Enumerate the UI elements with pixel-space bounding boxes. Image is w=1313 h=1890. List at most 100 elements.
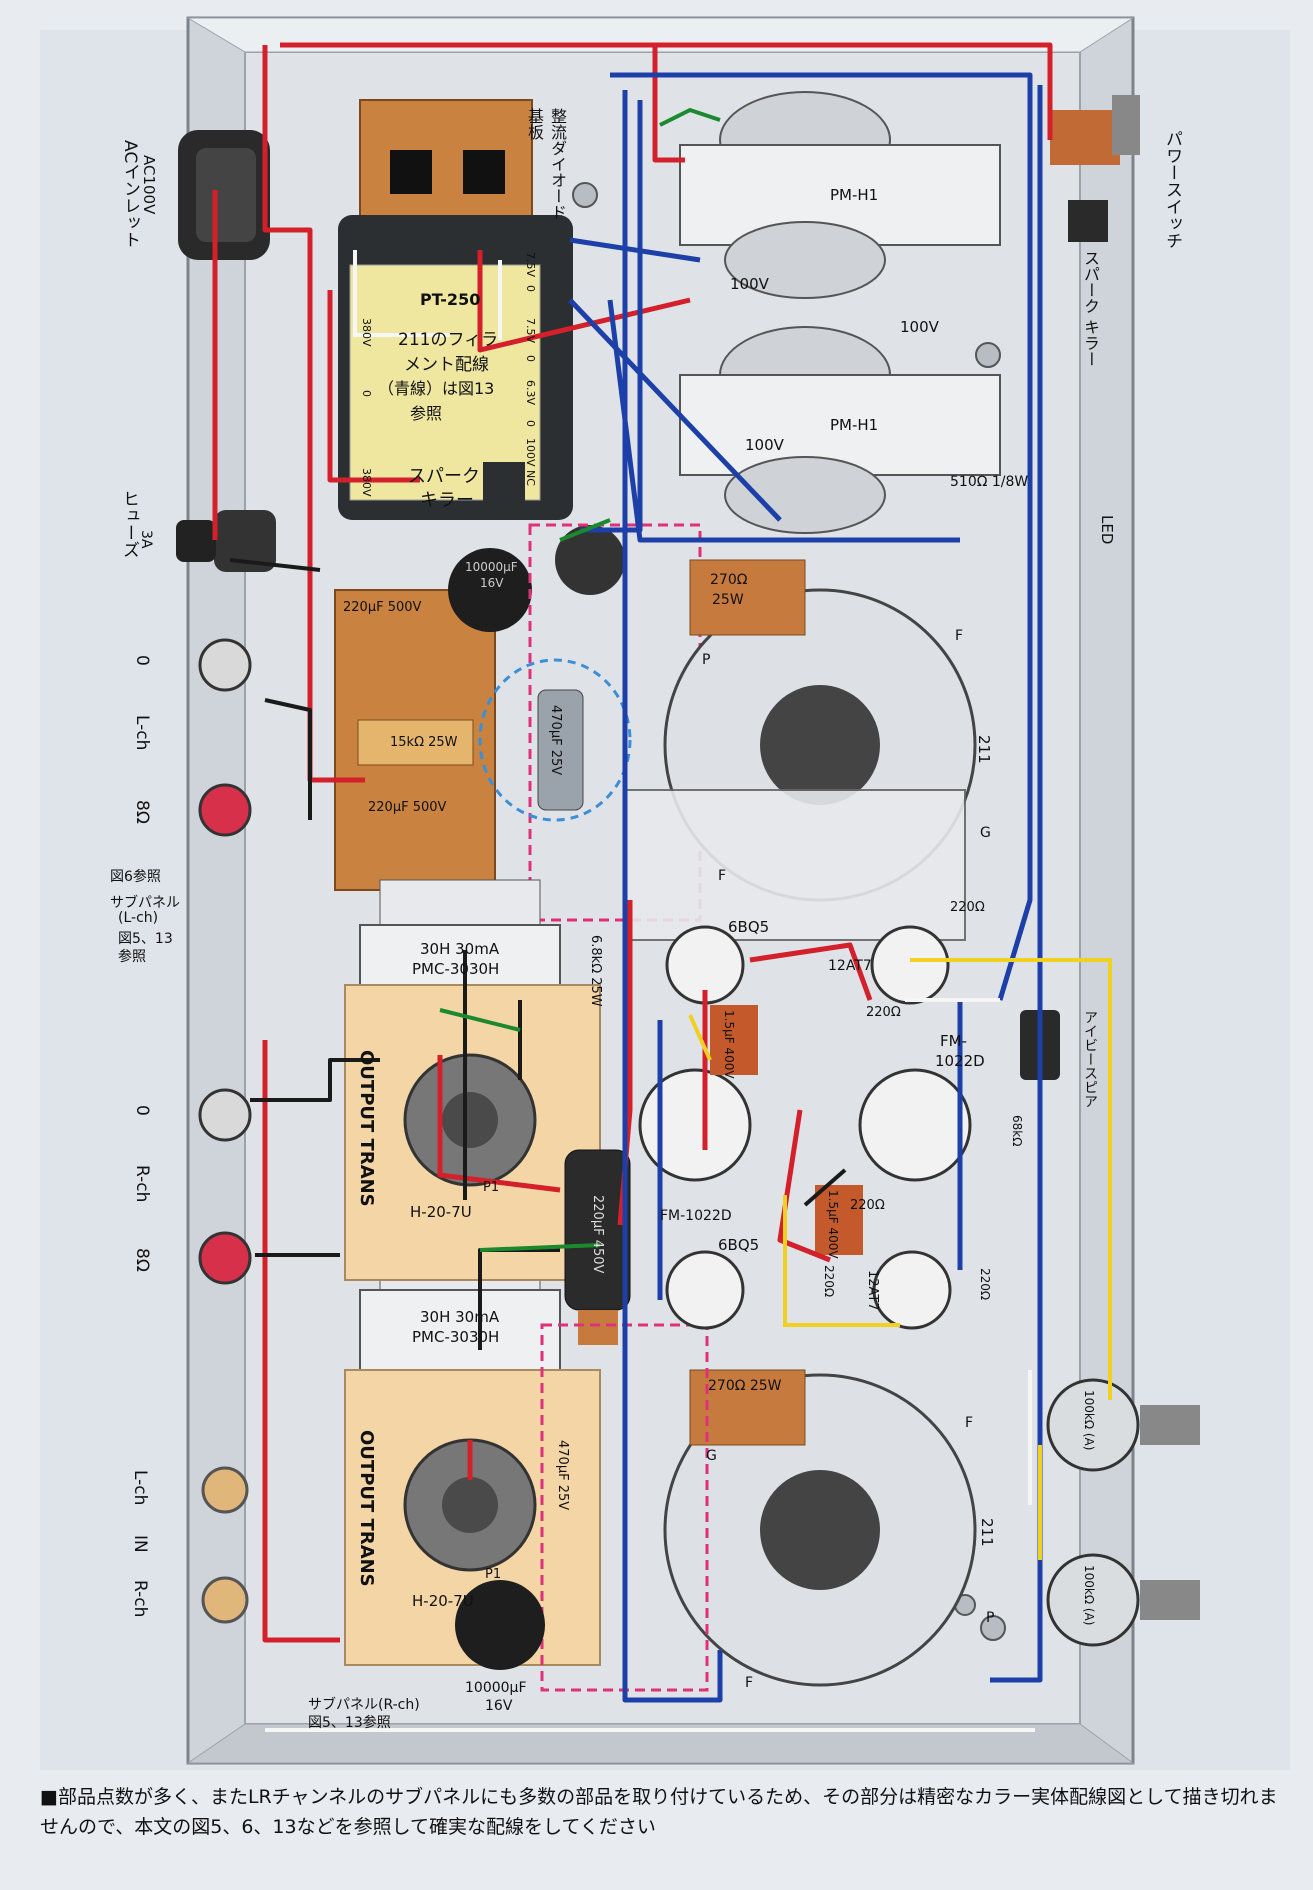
tube-211-top-label: 211 bbox=[975, 735, 993, 764]
pt-tap-380a: 380V bbox=[360, 318, 373, 347]
tube-12at7-bottom-label: 12AT7 bbox=[865, 1270, 880, 1311]
fm1022d-left-label: FM-1022D bbox=[660, 1208, 732, 1224]
volume-pots bbox=[1046, 1378, 1200, 1647]
supply-board-left bbox=[334, 589, 496, 891]
tube-6bq5-bottom-label: 6BQ5 bbox=[718, 1236, 760, 1254]
cap-220-500-b: 220μF 500V bbox=[368, 800, 447, 815]
power-switch-label: パワースイッチ bbox=[1162, 130, 1182, 249]
tube-211-bottom-label: 211 bbox=[978, 1518, 996, 1547]
v100-label-a: 100V bbox=[730, 275, 769, 293]
white-wires bbox=[265, 250, 1035, 1732]
pin-p-b: P bbox=[986, 1610, 995, 1626]
spark-killer-right-label: スパーク キラー bbox=[1081, 250, 1100, 368]
speaker-r-0: 0 bbox=[132, 1105, 152, 1116]
pt250-note-4: 参照 bbox=[410, 404, 443, 423]
pt250-note-3: （青線）は図13 bbox=[378, 379, 495, 398]
cap-15uf-a-label: 1.5μF 400V bbox=[722, 1010, 736, 1079]
power-transformer-pt250 bbox=[338, 215, 573, 520]
cap-10000-top-label-2: 16V bbox=[480, 576, 504, 590]
input-label: IN bbox=[130, 1535, 150, 1553]
rectifier-board-label: 整流ダイオード bbox=[548, 108, 567, 220]
fuse-holder bbox=[176, 510, 276, 572]
pm-h1-upper bbox=[679, 91, 1001, 299]
fig6-ref: 図6参照 bbox=[110, 869, 161, 885]
resistor-510-label: 510Ω 1/8W bbox=[950, 474, 1029, 490]
fm1022d-right-label-2: 1022D bbox=[935, 1052, 985, 1070]
pt250-note-1: 211のフィラ bbox=[398, 330, 499, 350]
choke-bottom-label-2: PMC-3030H bbox=[412, 1328, 500, 1346]
pt250-spark-killer-1: スパーク bbox=[408, 466, 480, 487]
choke-top-label-1: 30H 30mA bbox=[420, 940, 500, 958]
input-rch-label: R-ch bbox=[130, 1580, 150, 1618]
r220-label-c: 220Ω bbox=[850, 1198, 885, 1213]
pin-f-d: F bbox=[745, 1675, 754, 1691]
pt-tap-380b: 380V bbox=[360, 468, 373, 497]
subpanel-r-ref-1: サブパネル(R-ch) bbox=[308, 1697, 420, 1713]
pin-g-a: G bbox=[980, 825, 991, 841]
cap-470-top-label: 470μF 25V bbox=[548, 705, 563, 776]
pin-f-c: F bbox=[965, 1415, 974, 1431]
r220-label-a: 220Ω bbox=[950, 900, 985, 915]
res-270-top-label-2: 25W bbox=[712, 592, 744, 608]
speaker-rch-label: R-ch bbox=[132, 1165, 152, 1203]
pin-p-a: P bbox=[702, 652, 711, 668]
figure-caption: ■部品点数が多く、またLRチャンネルのサブパネルにも多数の部品を取り付けているた… bbox=[40, 1786, 1278, 1838]
pm-h1-lower-label: PM-H1 bbox=[830, 416, 879, 434]
cap-10000-top-label-1: 10000μF bbox=[465, 560, 518, 574]
res-270-top-label-1: 270Ω bbox=[710, 572, 748, 588]
cap-10000uf-bottom bbox=[455, 1580, 545, 1670]
cap-10000-bottom-label-2: 16V bbox=[485, 1698, 513, 1714]
pt-tap-75a: 7.5V bbox=[524, 252, 537, 278]
pm-h1-lower bbox=[679, 326, 1001, 534]
pt-tap-63: 6.3V bbox=[524, 380, 537, 406]
pt-tap-0d: 0 bbox=[524, 420, 537, 427]
pt-tap-0a: 0 bbox=[360, 390, 373, 397]
choke-top-label-2: PMC-3030H bbox=[412, 960, 500, 978]
r220-label-b: 220Ω bbox=[866, 1005, 901, 1020]
cap-15uf-b-label: 1.5μF 400V bbox=[826, 1190, 840, 1259]
ac-inlet-voltage: AC100V bbox=[140, 155, 158, 215]
pt-tap-0b: 0 bbox=[524, 285, 537, 292]
pin-p1-a: P1 bbox=[483, 1180, 500, 1195]
subpanel-r-ref-2: 図5、13参照 bbox=[308, 1715, 391, 1731]
speaker-l-8ohm: 8Ω bbox=[132, 800, 152, 824]
output-trans-top-model: H-20-7U bbox=[410, 1203, 472, 1221]
cap-220-450-label: 220μF 450V bbox=[590, 1195, 605, 1274]
volume-pot-top-label: 100kΩ (A) bbox=[1082, 1390, 1096, 1451]
tube-12at7-top-label: 12AT7 bbox=[828, 958, 872, 974]
ac-inlet bbox=[178, 130, 270, 260]
tube-211-top bbox=[624, 559, 977, 941]
pin-f-b: F bbox=[718, 868, 727, 884]
res-68k bbox=[578, 1310, 618, 1345]
pt-tap-75b: 7.5V bbox=[524, 318, 537, 344]
subpanel-lch-outline bbox=[528, 523, 702, 922]
r220-label-d: 220Ω bbox=[822, 1265, 836, 1298]
pt250-note-2: メント配線 bbox=[404, 355, 489, 375]
ivy-spear-label: アイビースピア bbox=[1082, 1010, 1098, 1108]
res-15k-label: 15kΩ 25W bbox=[390, 735, 458, 750]
pin-f-a: F bbox=[955, 628, 964, 644]
ac-inlet-label: ACインレット bbox=[120, 140, 140, 249]
black-wires bbox=[229, 558, 847, 1350]
cap-470-bottom-label: 470μF 25V bbox=[555, 1440, 570, 1511]
tube-6bq5-top-label: 6BQ5 bbox=[728, 918, 770, 936]
fm1022d-right-label-1: FM- bbox=[940, 1032, 967, 1050]
fuse-rating: 3A bbox=[138, 530, 154, 549]
green-wires bbox=[439, 107, 721, 1252]
cap-10000uf-top bbox=[448, 548, 532, 632]
cap-470uf-top bbox=[537, 689, 584, 811]
yellow-wires bbox=[688, 958, 1112, 1560]
subpanel-l-ref-2: (L-ch) bbox=[118, 910, 159, 926]
pin-g-b: G bbox=[706, 1448, 717, 1464]
pm-h1-upper-label: PM-H1 bbox=[830, 186, 879, 204]
fig6-outline bbox=[478, 658, 632, 822]
v100-label-b: 100V bbox=[900, 318, 939, 336]
speaker-l-0: 0 bbox=[132, 655, 152, 666]
subpanel-l-ref-3: 図5、13 bbox=[118, 931, 173, 947]
tube-sockets bbox=[638, 925, 972, 1330]
subpanel-l-ref-1: サブパネル bbox=[110, 895, 180, 911]
speaker-lch-label: L-ch bbox=[132, 715, 152, 751]
pt250-title: PT-250 bbox=[420, 290, 481, 309]
rectifier-board-label-2: 基板 bbox=[525, 108, 544, 140]
